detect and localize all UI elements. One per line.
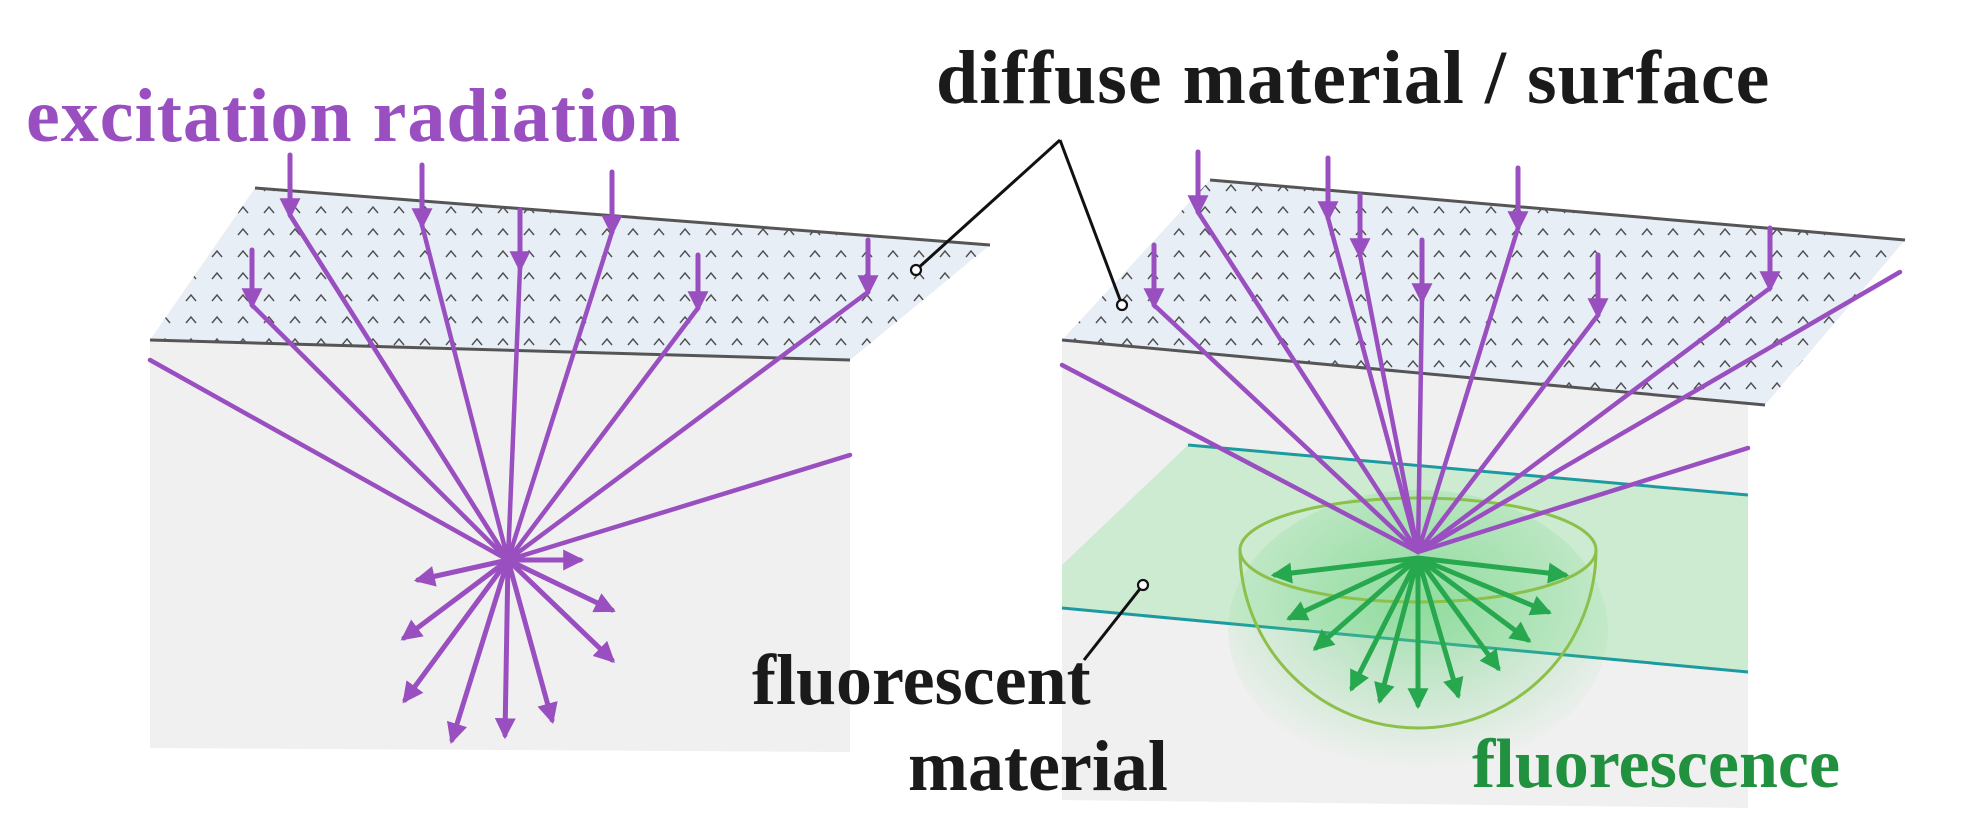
diffuse-material-surface-label: diffuse material / surface — [936, 36, 1771, 120]
fluorescence-ray — [1374, 555, 1421, 705]
excitation-ray — [1325, 215, 1421, 555]
fluorescence-ray — [1415, 555, 1501, 672]
fluorescence-ray — [1312, 555, 1421, 651]
excitation-ray — [1059, 362, 1421, 555]
fluorescence-hemisphere — [1238, 549, 1598, 730]
fluorescence-ray — [1415, 555, 1532, 643]
fluorescence-ray — [1415, 555, 1552, 616]
diffuse-leader-dot-right — [1115, 298, 1129, 312]
excitation-ray — [1357, 252, 1421, 555]
excitation-ray — [505, 289, 871, 563]
callout-leaders — [909, 138, 1150, 661]
right-diffuse-pattern — [1062, 180, 1905, 405]
fluorescence-ray — [1415, 555, 1570, 584]
fluorescence-ray — [1286, 555, 1421, 621]
fluorescence-ray — [1415, 555, 1464, 700]
excitation-ray — [1415, 285, 1773, 555]
excitation-ray — [1415, 445, 1751, 555]
diffuse-leader-right — [1058, 139, 1124, 306]
fluorescence-ray — [1270, 555, 1421, 584]
fluorescent-leader-dot — [1136, 578, 1150, 592]
excitation-ray — [1415, 269, 1903, 555]
right-excitation-rays — [1059, 149, 1903, 555]
excitation-ray — [505, 305, 701, 563]
excitation-ray — [505, 229, 615, 563]
diffuse-leader-left — [914, 138, 1062, 272]
left-panel — [147, 152, 991, 752]
left-diffuse-pattern — [150, 188, 990, 360]
scattered-ray — [402, 557, 511, 704]
left-layer-bottom-edge — [149, 338, 851, 362]
scattered-ray — [400, 557, 511, 641]
scattered-ray — [505, 557, 616, 613]
excitation-ray — [147, 357, 511, 563]
excitation-ray — [249, 302, 511, 563]
excitation-ray — [1195, 209, 1421, 555]
excitation-ray — [1415, 297, 1425, 555]
diffuse-leader-dot-left — [909, 263, 923, 277]
excitation-ray — [1415, 225, 1521, 555]
fluorescence-label: fluorescence — [1472, 726, 1841, 803]
scattered-ray — [413, 557, 511, 587]
excitation-ray — [419, 222, 511, 563]
fluorescent-leader — [1082, 584, 1145, 661]
left-layer-top-edge — [254, 186, 991, 247]
right-layer-bottom-edge — [1061, 338, 1766, 407]
fluorescent-layer-top-boundary — [1187, 443, 1749, 497]
excitation-radiation-label: excitation radiation — [26, 74, 682, 158]
excitation-ray — [287, 212, 511, 563]
scattered-ray — [494, 557, 516, 740]
scattered-ray — [446, 557, 511, 745]
excitation-ray — [505, 452, 853, 563]
right-panel — [1059, 149, 1906, 808]
left-excitation-rays — [147, 152, 879, 745]
fluorescence-ray — [1349, 555, 1421, 692]
scattered-ray — [505, 557, 616, 663]
fluorescent-material-label-line1: fluorescent — [752, 640, 1091, 720]
scattered-ray — [505, 557, 558, 725]
fluorescent-material-label-line2: material — [908, 726, 1168, 806]
excitation-ray — [505, 265, 523, 563]
fluorescence-emission-rays — [1270, 555, 1570, 710]
excitation-ray — [1151, 302, 1421, 555]
excitation-ray — [1415, 312, 1601, 555]
